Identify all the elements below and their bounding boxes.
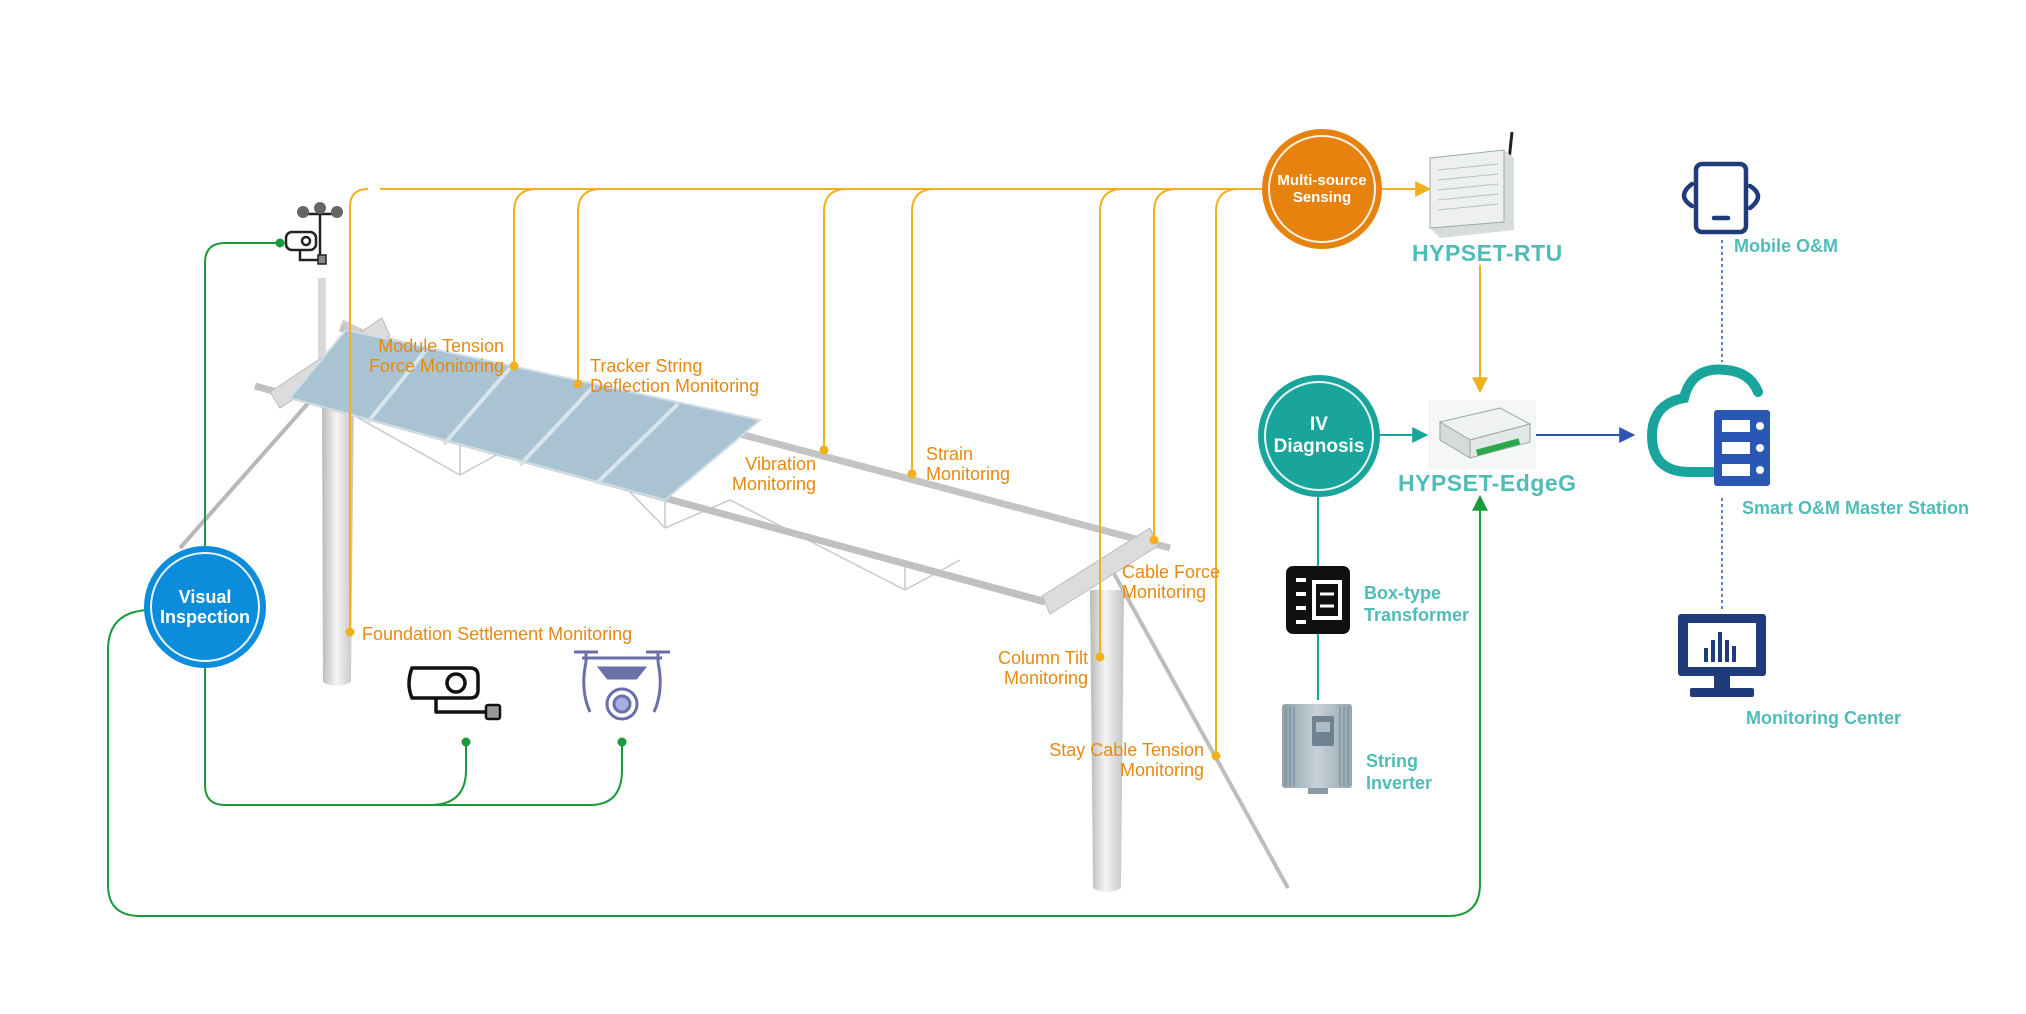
monitor-chart-icon <box>1678 614 1766 697</box>
sensing-lines <box>349 188 1262 756</box>
box-transformer-label: Box-type Transformer <box>1364 583 1470 625</box>
multi-source-sensing-hub: Multi-source Sensing <box>1262 129 1382 249</box>
module-tension-label: Module Tension Force Monitoring <box>368 336 504 376</box>
mobile-rotate-icon <box>1681 161 1761 235</box>
strain-label: Strain Monitoring <box>926 444 1011 484</box>
vibration-label: Vibration Monitoring <box>731 454 816 494</box>
string-inverter-icon <box>1282 704 1352 794</box>
cable-force-label: Cable Force Monitoring <box>1122 562 1221 602</box>
left-stay-cable <box>178 390 320 550</box>
rtu-label: HYPSET-RTU <box>1412 240 1563 266</box>
box-transformer-icon <box>1286 566 1350 634</box>
iv-diagnosis-hub: IV Diagnosis <box>1258 375 1380 497</box>
stay-cable-label: Stay Cable Tension Monitoring <box>1049 740 1204 780</box>
cloud-server-icon <box>1646 364 1770 486</box>
tracker-string-label: Tracker String Deflection Monitoring <box>590 356 760 396</box>
edge-gateway-icon <box>1428 400 1536 470</box>
inspection-dots <box>275 238 627 747</box>
weather-mast <box>318 278 326 388</box>
rtu-router-icon <box>1429 131 1514 238</box>
mobile-om-label: Mobile O&M <box>1734 236 1838 256</box>
bullet-camera-icon <box>407 666 502 721</box>
tracker-structure <box>178 278 1290 892</box>
solar-panels <box>288 328 763 502</box>
monitoring-center-label: Monitoring Center <box>1746 708 1901 728</box>
sensor-dots <box>345 361 1221 761</box>
visual-inspection-hub: Visual Inspection <box>144 546 266 668</box>
master-station-label: Smart O&M Master Station <box>1742 498 1970 518</box>
visual-inspection-label: Visual Inspection <box>159 587 250 627</box>
inspection-lines <box>107 242 1488 917</box>
right-column <box>1090 590 1124 892</box>
drone-icon <box>574 650 670 721</box>
hub-ring <box>1268 135 1376 243</box>
foundation-label: Foundation Settlement Monitoring <box>362 624 633 644</box>
hub-ring <box>1264 381 1374 491</box>
string-inverter-label: String Inverter <box>1366 751 1433 793</box>
column-tilt-label: Column Tilt Monitoring <box>997 648 1088 688</box>
edgeg-label: HYPSET-EdgeG <box>1398 470 1577 496</box>
right-stay-cable <box>1110 569 1290 889</box>
multi-source-sensing-label: Multi-source Sensing <box>1277 172 1367 206</box>
left-column <box>322 390 354 686</box>
hub-ring <box>150 552 260 662</box>
iv-diagnosis-label: IV Diagnosis <box>1273 414 1365 457</box>
weather-station-icon <box>284 202 343 265</box>
